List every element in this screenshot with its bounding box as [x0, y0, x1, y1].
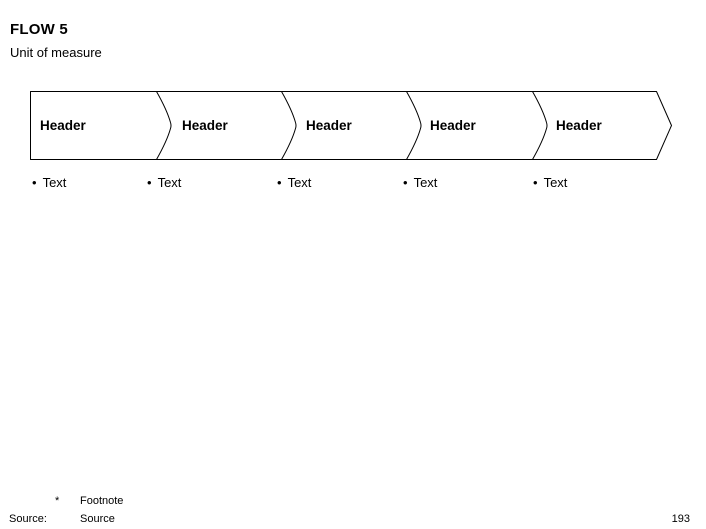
- page-number: 193: [671, 513, 690, 525]
- unit-of-measure-label: Unit of measure: [10, 45, 102, 60]
- bullet-icon: •: [403, 175, 408, 190]
- page-title: FLOW 5: [10, 21, 68, 38]
- segment-header: Header: [306, 118, 352, 133]
- bullet-icon: •: [147, 175, 152, 190]
- bullet-icon: •: [533, 175, 538, 190]
- bullet-icon: •: [32, 175, 37, 190]
- chevron-band-outline: [30, 91, 672, 160]
- segment-bullet-text: Text: [413, 175, 438, 190]
- segment-bullet-item: • Text: [277, 175, 311, 190]
- segment-divider: [532, 91, 548, 160]
- segment-header: Header: [182, 118, 228, 133]
- segment-bullet-item: • Text: [32, 175, 66, 190]
- segment-bullet-text: Text: [157, 175, 182, 190]
- segment-header: Header: [40, 118, 86, 133]
- segment-bullet-text: Text: [42, 175, 67, 190]
- segment-header: Header: [430, 118, 476, 133]
- segment-divider: [406, 91, 422, 160]
- segment-bullet-item: • Text: [533, 175, 567, 190]
- segment-header: Header: [556, 118, 602, 133]
- footnote-marker: *: [55, 495, 60, 507]
- segment-divider: [156, 91, 172, 160]
- segment-bullet-item: • Text: [403, 175, 437, 190]
- footnote-text: Footnote: [80, 495, 124, 507]
- segment-bullet-text: Text: [287, 175, 312, 190]
- segment-bullet-item: • Text: [147, 175, 181, 190]
- segment-divider: [281, 91, 297, 160]
- bullet-icon: •: [277, 175, 282, 190]
- segment-bullet-text: Text: [543, 175, 568, 190]
- source-label: Source:: [9, 513, 47, 525]
- source-value: Source: [80, 513, 115, 525]
